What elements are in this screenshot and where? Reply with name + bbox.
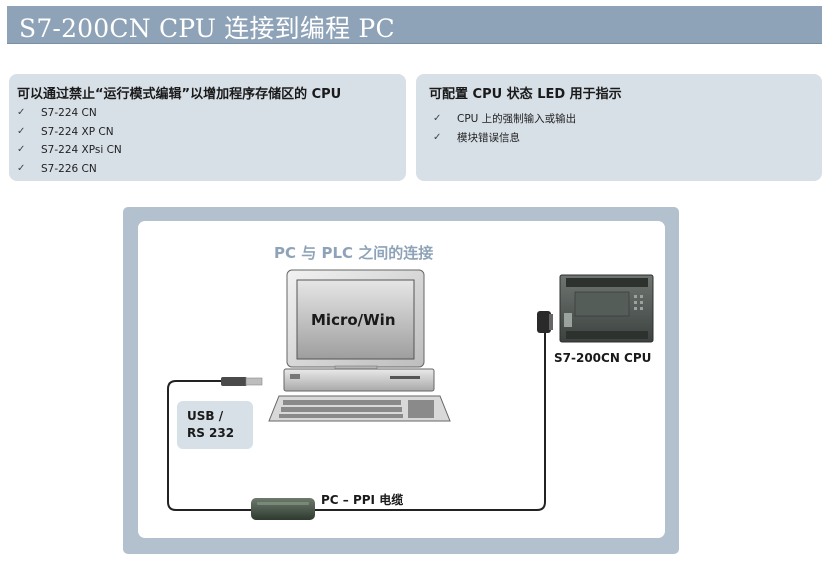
list-item-label: S7-226 CN	[41, 162, 97, 175]
list-item-label: CPU 上的强制输入或输出	[457, 113, 577, 125]
check-icon: ✓	[17, 144, 26, 156]
interface-box: USB / RS 232	[177, 401, 253, 449]
page-title: S7-200CN CPU 连接到编程 PC	[19, 14, 395, 43]
list-item-label: S7-224 CN	[41, 107, 97, 119]
check-icon: ✓	[17, 107, 26, 118]
led-config-title: 可配置 CPU 状态 LED 用于指示	[429, 87, 622, 102]
led-config-panel: 可配置 CPU 状态 LED 用于指示 ✓ CPU 上的强制输入或输出 ✓ 模块错误…	[416, 74, 822, 181]
cpu-list-panel: 可以通过禁止“运行模式编辑”以增加程序存储区的 CPU ✓ S7-224 CN ✓…	[9, 74, 406, 181]
list-item: ✓ 模块错误信息	[433, 129, 576, 148]
list-item: ✓ S7-224 CN	[17, 104, 122, 123]
list-item-label: S7-224 XP CN	[41, 125, 114, 138]
check-icon: ✓	[17, 162, 26, 174]
diagram-caption: PC 与 PLC 之间的连接	[274, 244, 434, 262]
led-config-list: ✓ CPU 上的强制输入或输出 ✓ 模块错误信息	[433, 110, 576, 147]
computer-icon	[268, 269, 451, 422]
plc-device-icon	[559, 274, 654, 343]
cpu-list-title: 可以通过禁止“运行模式编辑”以增加程序存储区的 CPU	[17, 87, 342, 102]
check-icon: ✓	[17, 125, 26, 137]
software-name: Micro/Win	[311, 311, 396, 329]
list-item: ✓ S7-224 XPsi CN	[17, 141, 122, 160]
usb-plug-icon	[221, 377, 263, 386]
list-item: ✓ CPU 上的强制输入或输出	[433, 110, 576, 129]
plc-connector-icon	[537, 311, 553, 333]
list-item: ✓ S7-224 XP CN	[17, 123, 122, 142]
cpu-list: ✓ S7-224 CN ✓ S7-224 XP CN ✓ S7-224 XPsi CN…	[17, 104, 122, 178]
list-item-label: S7-224 XPsi CN	[41, 144, 122, 157]
cable-label: PC – PPI 电缆	[321, 493, 404, 507]
interface-label-rs232: RS 232	[187, 426, 235, 440]
cpu-label: S7-200CN CPU	[554, 351, 652, 365]
title-bar: S7-200CN CPU 连接到编程 PC	[7, 6, 822, 44]
check-icon: ✓	[433, 113, 442, 124]
list-item-label: 模块错误信息	[457, 131, 520, 144]
ppi-adapter-icon	[251, 498, 315, 520]
ppi-cable	[167, 330, 546, 511]
check-icon: ✓	[433, 131, 442, 143]
list-item: ✓ S7-226 CN	[17, 160, 122, 179]
interface-label-usb: USB /	[187, 409, 224, 423]
